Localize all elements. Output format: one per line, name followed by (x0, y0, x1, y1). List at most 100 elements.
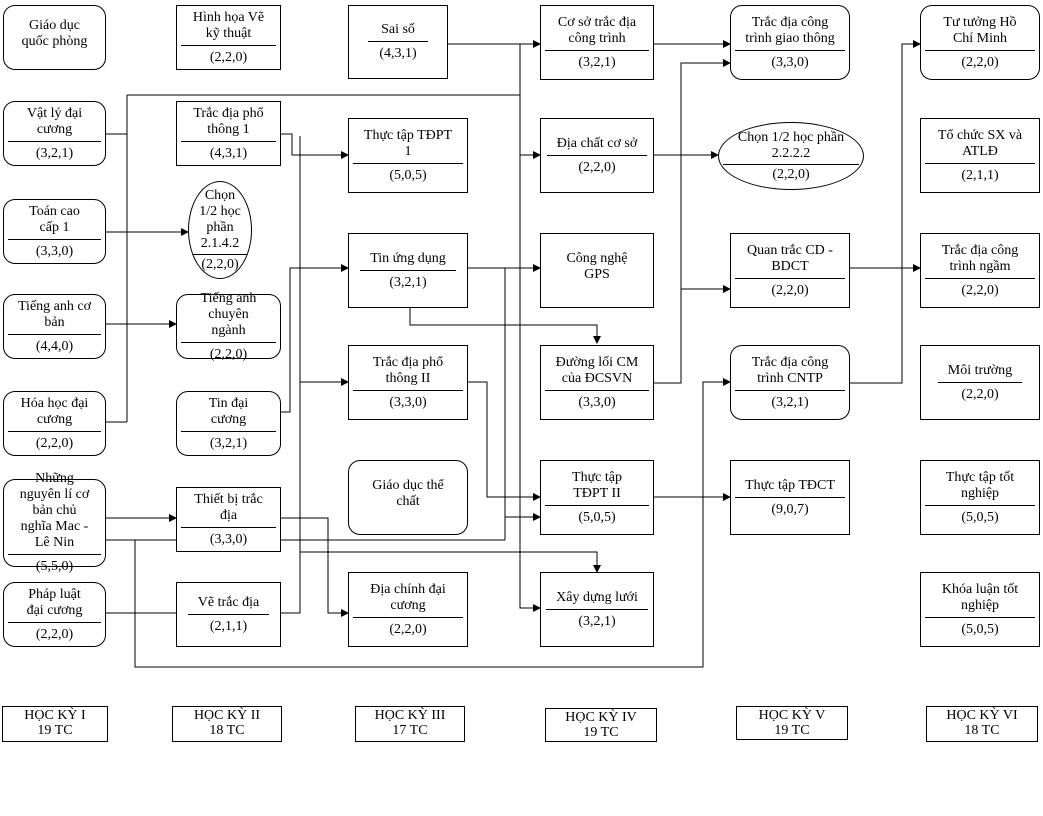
course-tbtd: Thiết bị trắc địa (3,3,0) (176, 487, 281, 552)
course-credits: (4,3,1) (209, 145, 248, 161)
connector (409, 308, 601, 344)
course-name: Trắc địa công trình ngầm (925, 243, 1035, 279)
course-tttdpt2: Thực tập TĐPT II (5,0,5) (540, 460, 654, 535)
connector (519, 44, 541, 612)
course-name: Địa chính đại cương (353, 582, 463, 618)
course-name: Trắc địa công trình CNTP (735, 355, 845, 391)
course-credits: (4,4,0) (35, 338, 74, 354)
course-credits: (3,3,0) (209, 531, 248, 547)
course-name: Thực tập TĐCT (735, 478, 845, 498)
course-name: Tư tưởng Hồ Chí Minh (925, 15, 1035, 51)
course-name: Tổ chức SX và ATLĐ (925, 128, 1035, 164)
course-credits: (2,2,0) (961, 54, 999, 70)
course-name: Tiếng anh cơ bản (8, 299, 101, 335)
course-credits: (2,2,0) (201, 256, 239, 272)
course-credits: (2,2,0) (389, 621, 427, 637)
course-tdpt1: Trắc địa phổ thông 1 (4,3,1) (176, 101, 281, 166)
course-name: Hình họa Vẽ kỹ thuật (181, 10, 276, 46)
course-cstdct: Cơ sở trắc địa công trình (3,2,1) (540, 5, 654, 80)
course-name: Sai số (368, 22, 428, 42)
course-tinud: Tin ứng dụng(3,2,1) (348, 233, 468, 308)
course-credits: (2,2,0) (209, 49, 248, 65)
course-qtcd: Quan trắc CD - BDCT(2,2,0) (730, 233, 850, 308)
course-tttn: Thực tập tốt nghiệp (5,0,5) (920, 460, 1040, 535)
course-name: Trắc địa công trình giao thông (735, 15, 845, 51)
course-vetd: Vẽ trắc địa(2,1,1) (176, 582, 281, 647)
course-tdngam: Trắc địa công trình ngầm(2,2,0) (920, 233, 1040, 308)
course-credits: (2,2,0) (35, 435, 74, 451)
course-chon214: Chọn 1/2 học phần 2.1.4.2(2,2,0) (188, 181, 252, 279)
course-pldc: Pháp luật đại cương(2,2,0) (3, 582, 106, 647)
course-gdqp: Giáo dục quốc phòng (3, 5, 106, 70)
course-credits: (2,2,0) (772, 166, 810, 182)
course-credits: (3,2,1) (771, 394, 809, 410)
course-credits: (5,0,5) (961, 621, 999, 637)
course-credits: (2,1,1) (209, 618, 248, 634)
course-name: Giáo dục quốc phòng (21, 18, 88, 49)
course-tacn: Tiếng anh chuyên ngành(2,2,0) (176, 291, 281, 362)
course-tdgt: Trắc địa công trình giao thông(3,3,0) (730, 5, 850, 80)
course-credits: (3,2,1) (389, 274, 427, 290)
course-kltn: Khóa luận tốt nghiệp(5,0,5) (920, 572, 1040, 647)
course-tacb: Tiếng anh cơ bản (4,4,0) (3, 294, 106, 359)
course-chon2222: Chọn 1/2 học phần 2.2.2.2(2,2,0) (718, 122, 864, 190)
course-name: Môi trường (937, 363, 1023, 383)
course-dcdc: Địa chính đại cương (2,2,0) (348, 572, 468, 647)
course-name: Toán cao cấp 1 (8, 204, 101, 240)
course-name: Pháp luật đại cương (8, 587, 101, 623)
course-credits: (3,3,0) (35, 243, 74, 259)
course-moitruong: Môi trường(2,2,0) (920, 345, 1040, 420)
course-name: Trắc địa phổ thông 1 (181, 106, 276, 142)
course-name: Đường lối CM của ĐCSVN (545, 355, 649, 391)
connector (280, 133, 349, 159)
course-credits: (3,2,1) (578, 54, 616, 70)
course-name: Thực tập tốt nghiệp (925, 470, 1035, 506)
connector (280, 264, 349, 413)
course-credits: (3,3,0) (578, 394, 616, 410)
course-credits: (3,2,1) (209, 435, 248, 451)
course-name: Xây dựng lưới (546, 590, 648, 610)
course-name: Công nghệ GPS (566, 251, 628, 282)
course-gps: Công nghệ GPS (540, 233, 654, 308)
course-credits: (5,0,5) (578, 509, 616, 525)
connector (468, 381, 541, 501)
connector (653, 59, 731, 384)
course-name: Cơ sở trắc địa công trình (545, 15, 649, 51)
course-name: Những nguyên lí cơ bản chủ nghĩa Mac - L… (8, 471, 101, 555)
course-name: Thực tập TĐPT II (545, 470, 649, 506)
course-name: Thiết bị trắc địa (181, 492, 276, 528)
course-dlcm: Đường lối CM của ĐCSVN (3,3,0) (540, 345, 654, 420)
course-dccs: Địa chất cơ sở(2,2,0) (540, 118, 654, 193)
course-xdl: Xây dựng lưới (3,2,1) (540, 572, 654, 647)
course-credits: (9,0,7) (771, 501, 809, 517)
course-tcc: Toán cao cấp 1 (3,3,0) (3, 199, 106, 264)
course-tindc: Tin đại cương (3,2,1) (176, 391, 281, 456)
connector (280, 517, 349, 617)
course-name: Chọn 1/2 học phần 2.1.4.2 (193, 188, 247, 255)
course-name: Vật lý đại cương (8, 106, 101, 142)
course-credits: (2,2,0) (771, 282, 809, 298)
course-tttdpt1: Thực tập TĐPT 1 (5,0,5) (348, 118, 468, 193)
course-credits: (2,1,1) (961, 167, 999, 183)
course-tdcntp: Trắc địa công trình CNTP (3,2,1) (730, 345, 850, 420)
course-credits: (5,0,5) (961, 509, 999, 525)
course-hhvkt: Hình họa Vẽ kỹ thuật (2,2,0) (176, 5, 281, 70)
course-name: Tin đại cương (181, 396, 276, 432)
course-credits: (5,5,0) (35, 559, 74, 574)
course-name: Chọn 1/2 học phần 2.2.2.2 (723, 130, 859, 165)
course-credits: (4,3,1) (379, 46, 417, 61)
course-hhdc: Hóa học đại cương(2,2,0) (3, 391, 106, 456)
connector (838, 40, 921, 384)
course-ttdct: Thực tập TĐCT (9,0,7) (730, 460, 850, 535)
course-credits: (5,0,5) (389, 167, 427, 183)
course-credits: (3,2,1) (578, 613, 616, 629)
course-credits: (2,2,0) (209, 346, 248, 362)
course-name: Thực tập TĐPT 1 (353, 128, 463, 164)
course-credits: (3,2,1) (35, 145, 74, 161)
